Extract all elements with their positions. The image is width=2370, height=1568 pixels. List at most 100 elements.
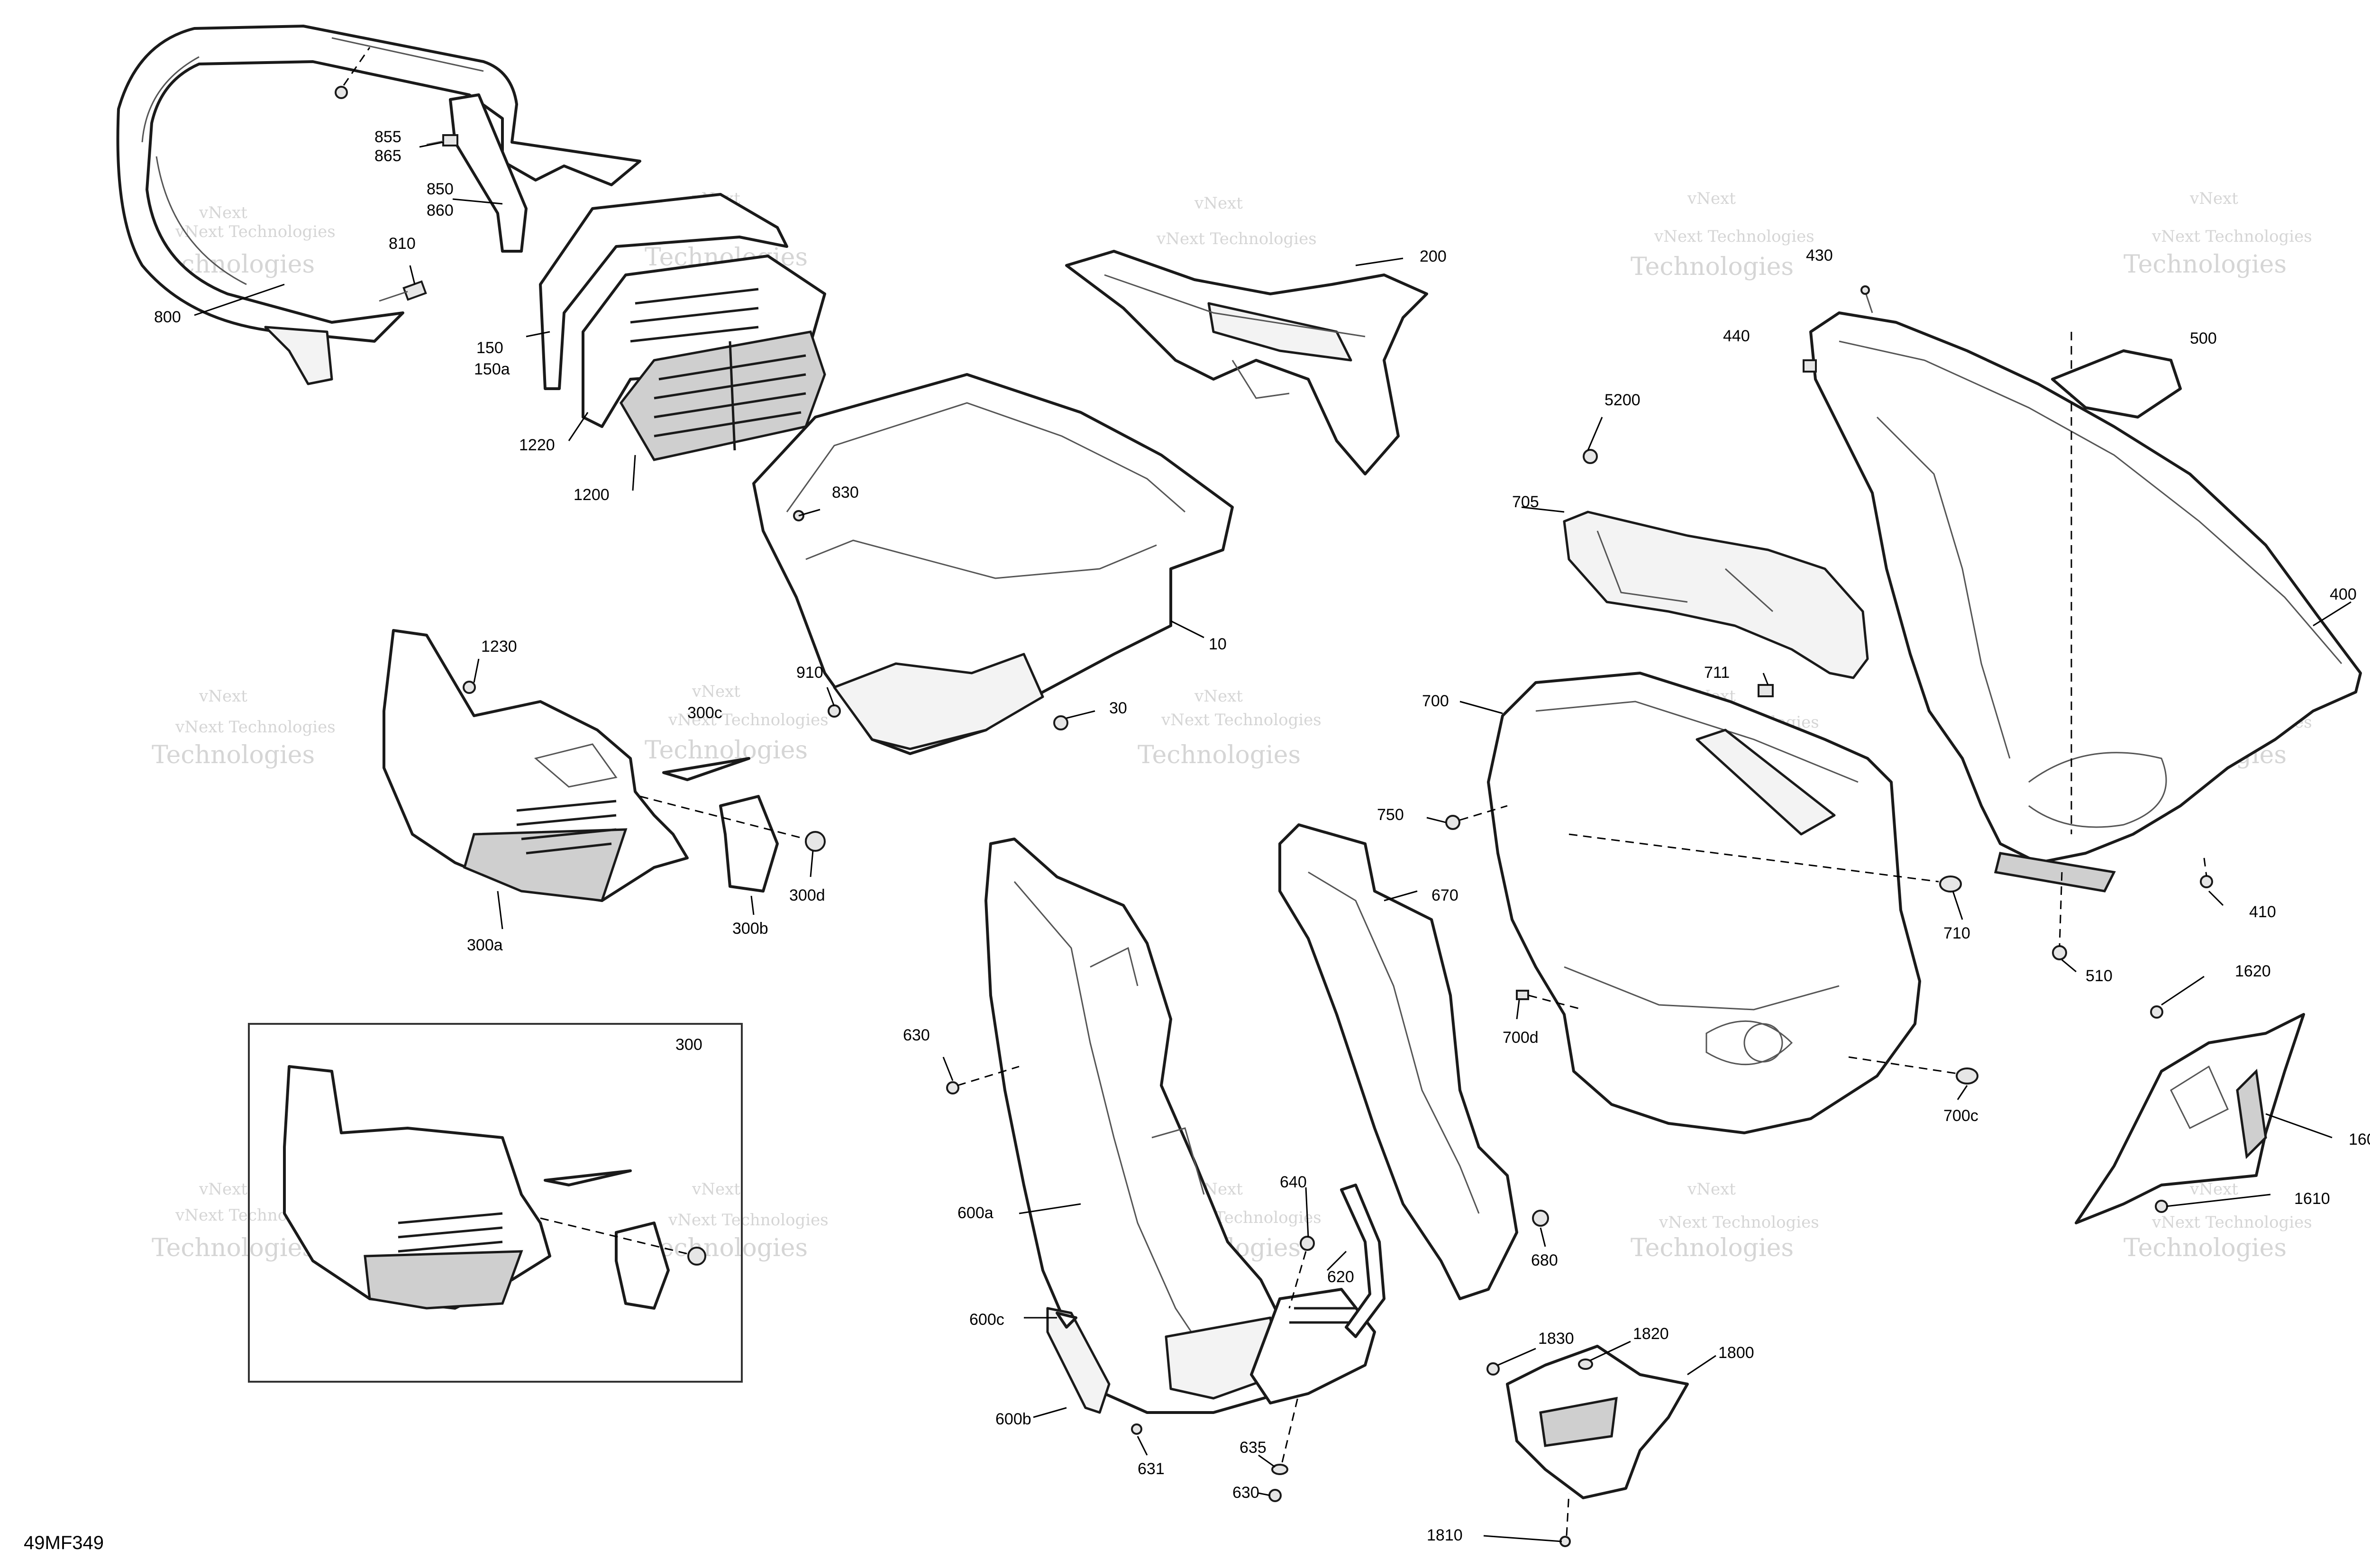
callout-640: 640 [1280, 1173, 1307, 1191]
callout-150a: 150a [474, 360, 510, 378]
svg-text:vNext: vNext [199, 203, 247, 222]
part-5200-clip [1583, 449, 1598, 464]
svg-text:vNext: vNext [199, 1180, 247, 1199]
svg-text:vNext: vNext [2189, 189, 2238, 208]
callout-1610: 1610 [2294, 1190, 2330, 1208]
callout-300b: 300b [732, 920, 768, 938]
part-640-screw [1288, 1236, 1315, 1309]
part-510-nut [2052, 872, 2067, 960]
part-1200-grille [619, 330, 826, 461]
callout-150: 150 [476, 339, 503, 357]
svg-text:vNext: vNext [692, 682, 740, 701]
callout-410: 410 [2249, 903, 2276, 921]
callout-300: 300 [675, 1036, 702, 1054]
callout-860: 860 [427, 201, 454, 219]
callout-830: 830 [832, 483, 859, 501]
watermark: vNext vNext Technologies Technologies [645, 682, 829, 765]
part-670-inner-panel [1278, 823, 1518, 1300]
callout-600b: 600b [995, 1410, 1031, 1428]
part-711-clip [1758, 684, 1774, 697]
svg-text:vNext Technologies: vNext Technologies [1161, 711, 1322, 729]
svg-text:vNext: vNext [1194, 194, 1243, 213]
part-1620-washer [2150, 1005, 2163, 1019]
watermark: vNext vNext Technologies Technologies [1631, 189, 1814, 281]
part-1830-screw [1486, 1362, 1500, 1376]
part-1600-bracket [2075, 1013, 2305, 1224]
part-600b-trim [1046, 1307, 1111, 1414]
part-855-bolt [426, 134, 458, 146]
callout-510: 510 [2086, 967, 2113, 985]
part-300-assembly [283, 1065, 706, 1310]
callout-700d: 700d [1503, 1029, 1539, 1047]
part-705-panel [1563, 511, 1869, 679]
part-800-grab-rail [116, 25, 641, 385]
part-710-clip [1568, 833, 1962, 893]
part-630-screw [946, 1066, 1020, 1094]
svg-text:vNext: vNext [1194, 687, 1243, 706]
callout-711: 711 [1704, 664, 1730, 682]
part-700c-clip [1848, 1056, 1978, 1085]
callout-910: 910 [796, 664, 823, 682]
leader-lines [194, 141, 2352, 1542]
callout-labels: 800 810 850 860 855 865 150 150a 1220 12… [154, 128, 2370, 1544]
part-400-side-body [1809, 311, 2362, 893]
svg-text:vNext: vNext [692, 1180, 740, 1199]
callout-630a: 630 [903, 1026, 930, 1044]
svg-text:Technologies: Technologies [645, 1234, 808, 1262]
callout-635: 635 [1240, 1439, 1267, 1457]
part-750-nut [1445, 805, 1508, 830]
svg-text:Technologies: Technologies [1631, 1234, 1794, 1262]
part-500-cover-plate [2051, 349, 2182, 419]
callout-1820: 1820 [1633, 1325, 1669, 1343]
svg-text:Technologies: Technologies [152, 741, 315, 769]
part-1820-washer [1578, 1358, 1593, 1370]
callout-440: 440 [1723, 327, 1750, 345]
watermark: vNext vNext Technologies Technologies [2124, 1180, 2312, 1262]
part-1610-nut [2155, 1200, 2168, 1213]
part-screw-top [335, 47, 371, 99]
watermark: vNext vNext Technologies Technologies [645, 1180, 829, 1262]
part-620-strip [1340, 1184, 1386, 1338]
part-630b-screw [1268, 1489, 1282, 1502]
svg-text:vNext Technologies: vNext Technologies [2151, 1213, 2312, 1232]
callout-400: 400 [2330, 585, 2357, 603]
callout-700c: 700c [1943, 1107, 1978, 1125]
part-680-nut [1532, 1210, 1549, 1227]
watermark: vNext vNext Technologies [1156, 194, 1317, 248]
svg-text:vNext Technologies: vNext Technologies [175, 718, 336, 737]
callout-1830: 1830 [1538, 1330, 1574, 1348]
svg-text:vNext: vNext [1687, 1180, 1736, 1199]
part-700d-screw [1516, 990, 1584, 1011]
svg-text:Technologies: Technologies [2124, 250, 2287, 279]
callout-705: 705 [1512, 493, 1539, 511]
callout-631: 631 [1138, 1460, 1165, 1478]
callout-800: 800 [154, 308, 181, 326]
part-200-upper-panel [1065, 250, 1428, 475]
callout-300a: 300a [467, 936, 503, 954]
callout-10: 10 [1209, 635, 1227, 653]
part-620-skid-plate [1250, 1288, 1376, 1404]
callout-855: 855 [374, 128, 401, 146]
callout-1810: 1810 [1427, 1526, 1463, 1544]
part-635-washer [1271, 1393, 1300, 1475]
callout-1230: 1230 [481, 638, 517, 656]
callout-600c: 600c [969, 1311, 1004, 1329]
watermark: vNext vNext Technologies Technologies [2124, 189, 2312, 279]
svg-text:vNext Technologies: vNext Technologies [668, 1211, 829, 1230]
callout-200: 200 [1420, 247, 1447, 265]
callout-5200: 5200 [1604, 391, 1641, 409]
watermark: vNext vNext Technologies Technologies [152, 687, 336, 769]
part-631-screw [1131, 1423, 1142, 1435]
part-600a-side-panel [984, 838, 1291, 1414]
part-700-inner-liner [1487, 672, 1921, 1134]
callout-1800: 1800 [1718, 1344, 1754, 1362]
svg-text:vNext: vNext [2189, 1180, 2238, 1199]
part-600c-trim [1056, 1312, 1077, 1329]
callout-1620: 1620 [2235, 962, 2271, 980]
part-850-bracket [449, 93, 528, 253]
part-150-rear-cover [539, 193, 788, 390]
svg-text:Technologies: Technologies [645, 736, 808, 765]
part-300d-fastener [639, 795, 826, 852]
callout-710: 710 [1943, 924, 1970, 942]
callout-630b: 630 [1232, 1484, 1259, 1502]
